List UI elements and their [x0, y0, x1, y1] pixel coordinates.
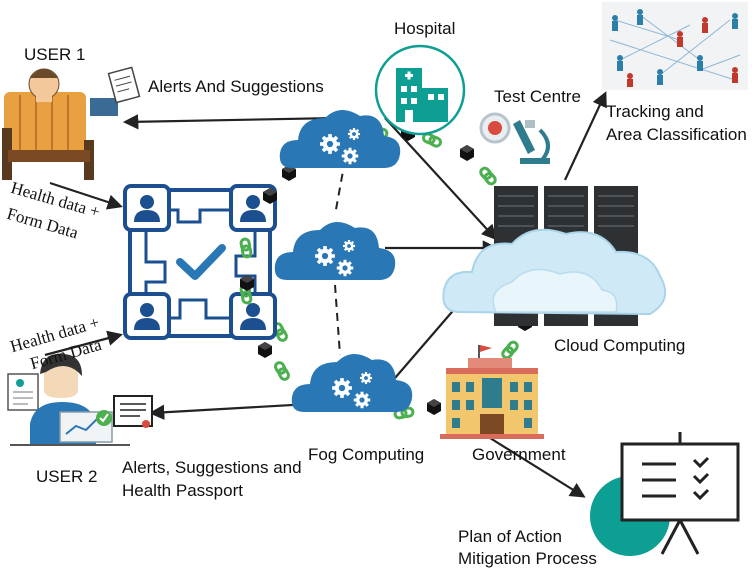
- hospital-label: Hospital: [394, 19, 456, 38]
- mitigation-process-label: Mitigation Process: [458, 549, 597, 568]
- tracking-label-line2: Area Classification: [606, 125, 747, 144]
- network-users-icon: [123, 184, 277, 340]
- arrow-user2-health: [44, 330, 123, 357]
- fog-computing-label: Fog Computing: [308, 445, 425, 464]
- document-icon: [113, 395, 153, 428]
- plan-of-action-label: Plan of Action: [458, 527, 562, 546]
- document-icon: [107, 66, 141, 104]
- arrow-cloud-tracking: [564, 91, 607, 181]
- presentation-board-icon: [590, 432, 740, 556]
- government-building-icon: [440, 345, 544, 439]
- hospital-icon: [374, 44, 466, 136]
- laptop-user-icon: [7, 353, 130, 446]
- alerts-passport-line2: Health Passport: [122, 481, 243, 500]
- bed-user-icon: [2, 68, 118, 180]
- alerts-passport-line1: Alerts, Suggestions and: [122, 458, 302, 477]
- government-label: Government: [472, 445, 566, 464]
- alerts-suggestions-label: Alerts And Suggestions: [148, 77, 324, 96]
- test-centre-label: Test Centre: [494, 87, 581, 106]
- arrow-alerts-to-user1: [122, 114, 339, 130]
- server-rack-icon: [442, 186, 667, 326]
- user2-label: USER 2: [36, 467, 98, 486]
- crowd-tracking-icon: [602, 2, 748, 90]
- arrow-gov-plan: [489, 437, 586, 498]
- fog-cloud-gear-icon: [275, 110, 412, 412]
- user1-label: USER 1: [24, 45, 86, 64]
- tracking-label-line1: Tracking and: [606, 102, 704, 121]
- arrow-user1-health: [49, 181, 123, 210]
- cloud-computing-label: Cloud Computing: [554, 336, 686, 355]
- microscope-icon: [479, 112, 550, 164]
